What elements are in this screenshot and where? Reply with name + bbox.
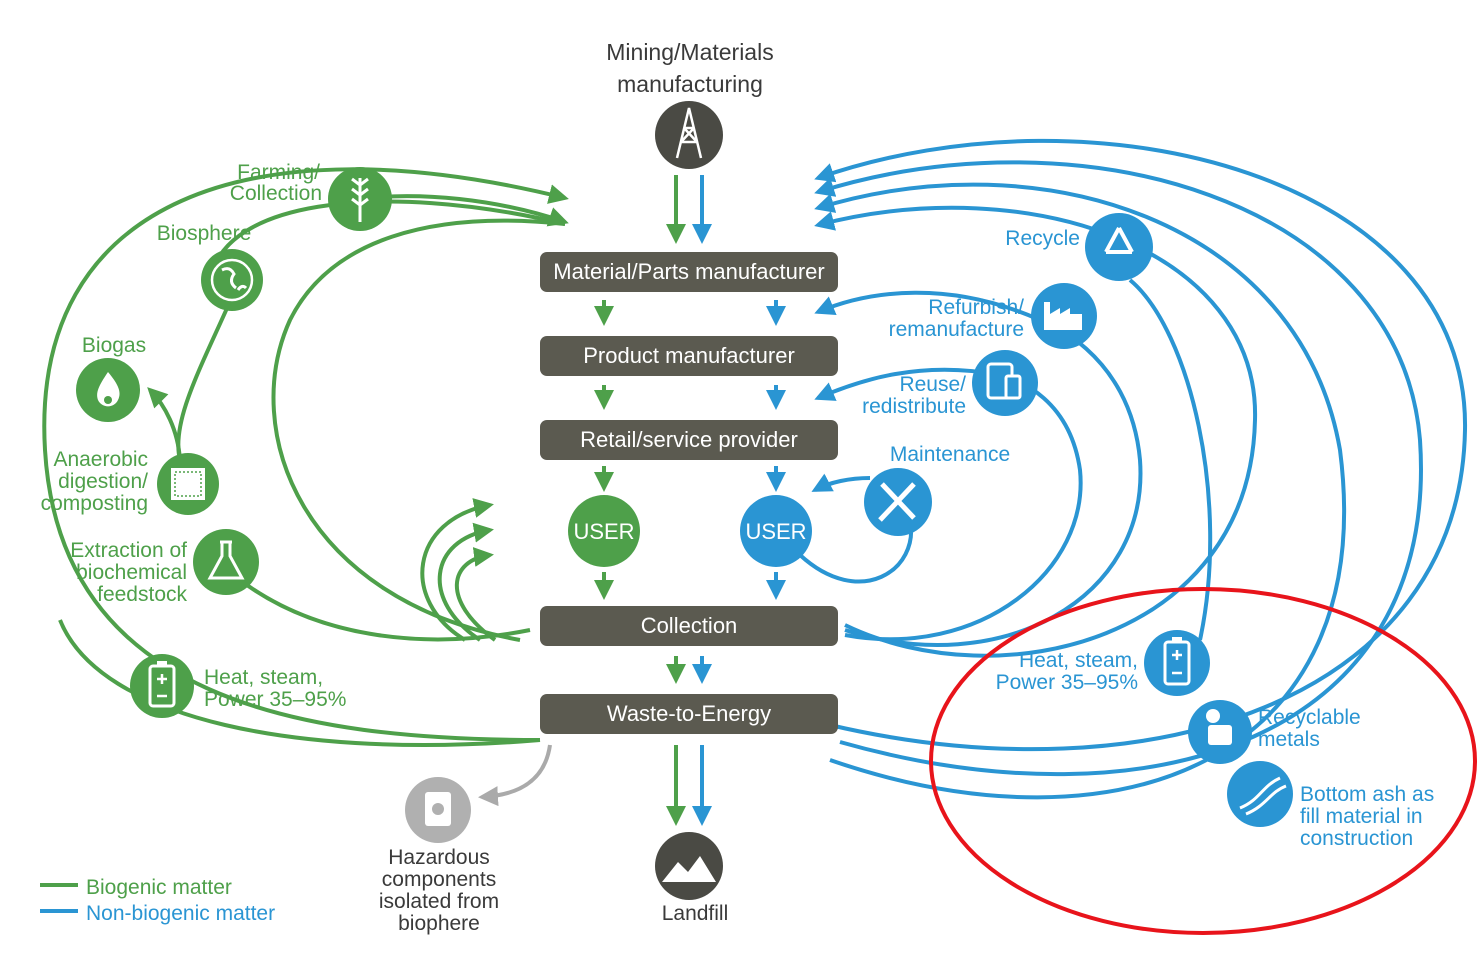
hazardous-label-line1: Hazardous (388, 846, 490, 869)
legend-biogenic-label: Biogenic matter (86, 876, 232, 899)
stage-material-parts-label: Material/Parts manufacturer (553, 259, 824, 284)
road-icon (1227, 761, 1293, 827)
user-biogenic-label: USER (573, 519, 634, 544)
farming-label-line2: Collection (230, 182, 322, 205)
reuse-arc (814, 367, 1083, 642)
landfill-label: Landfill (662, 902, 729, 925)
hazardous-label-line2: components (382, 868, 496, 891)
heat-green-label-line1: Heat, steam, (204, 666, 323, 689)
farming-label-line1: Farming/ (237, 161, 320, 184)
feedback-arc-1 (420, 498, 494, 642)
factory-icon (1031, 283, 1097, 349)
ash-label-line1: Bottom ash as (1300, 783, 1434, 806)
mining-label-line1: Mining/Materials (606, 39, 773, 65)
landfill-icon (655, 832, 723, 900)
globe-icon (201, 249, 263, 311)
hazardous-label-line4: biophere (398, 912, 480, 935)
stage-retail-label: Retail/service provider (580, 427, 798, 452)
wrench-screwdriver-icon (864, 468, 932, 536)
technical-flow-arcs (798, 138, 1468, 800)
stage-waste-to-energy: Waste-to-Energy (540, 694, 838, 734)
stage-product-label: Product manufacturer (583, 343, 795, 368)
extraction-label-line2: biochemical (76, 561, 187, 584)
stage-collection: Collection (540, 606, 838, 646)
anaerobic-label-line3: composting (41, 492, 148, 515)
reuse-label-line2: redistribute (862, 395, 966, 418)
anaerobic-to-biogas (147, 387, 182, 461)
user-biogenic: USER (568, 495, 640, 567)
battery-icon-green (130, 654, 194, 718)
inner-biogenic-arc (271, 218, 566, 642)
wheat-icon (328, 167, 392, 231)
user-non-biogenic-label: USER (745, 519, 806, 544)
user-non-biogenic: USER (740, 495, 812, 567)
biogas-label: Biogas (82, 334, 146, 357)
biosphere-to-anaerobic (176, 289, 237, 461)
devices-icon (972, 350, 1038, 416)
legend: Biogenic matter Non-biogenic matter (40, 876, 275, 925)
flask-icon (193, 529, 259, 595)
recycle-arc-5 (1128, 278, 1213, 641)
feedback-arc-2 (437, 522, 494, 642)
mining-label-line2: manufacturing (617, 71, 763, 97)
highlight-ellipse (929, 587, 1477, 935)
maintenance-in (811, 473, 871, 492)
recycle-arc-4 (814, 205, 1258, 658)
stage-product: Product manufacturer (540, 336, 838, 376)
extraction-label-line1: Extraction of (70, 539, 187, 562)
heat-blue-label-line2: Power 35–95% (996, 671, 1138, 694)
metals-label-line1: Recyclable (1258, 706, 1361, 729)
recycle-arc-3 (814, 182, 1347, 800)
maintenance-arc (798, 519, 914, 584)
metals-label-line2: metals (1258, 728, 1320, 751)
flame-icon (76, 358, 140, 422)
stage-retail: Retail/service provider (540, 420, 838, 460)
heat-green-label-line2: Power 35–95% (204, 688, 346, 711)
feedback-arc-3 (454, 547, 497, 642)
recycle-icon (1085, 213, 1153, 281)
battery-icon-blue (1144, 630, 1210, 696)
oil-derrick-icon (655, 101, 723, 169)
recycle-label: Recycle (1005, 227, 1080, 250)
hazardous-label-line3: isolated from (379, 890, 499, 913)
ash-label-line3: construction (1300, 827, 1413, 850)
stage-material-parts: Material/Parts manufacturer (540, 252, 838, 292)
maintenance-label: Maintenance (890, 443, 1010, 466)
center-arrows (478, 175, 786, 826)
anaerobic-label-line1: Anaerobic (53, 448, 148, 471)
extraction-label-line3: feedstock (97, 583, 187, 606)
hazard-barrel-icon (405, 777, 471, 843)
heat-blue-label-line1: Heat, steam, (1019, 649, 1138, 672)
stage-waste-to-energy-label: Waste-to-Energy (607, 701, 771, 726)
outer-biogenic-arc (42, 167, 569, 742)
refurbish-label-line2: remanufacture (889, 318, 1024, 341)
recycle-arc-1 (814, 138, 1468, 752)
stage-collection-label: Collection (641, 613, 738, 638)
recycle-arc-2 (814, 160, 1423, 777)
biosphere-label: Biosphere (157, 222, 252, 245)
anaerobic-arc (58, 619, 541, 747)
refurbish-label-line1: Refurbish/ (928, 296, 1024, 319)
legend-non-biogenic-label: Non-biogenic matter (86, 902, 275, 925)
metal-can-icon (1188, 700, 1252, 764)
reuse-label-line1: Reuse/ (899, 373, 966, 396)
compost-bin-icon (157, 453, 219, 515)
refurbish-arc (814, 290, 1143, 647)
ash-label-line2: fill material in (1300, 805, 1423, 828)
anaerobic-label-line2: digestion/ (58, 470, 148, 493)
